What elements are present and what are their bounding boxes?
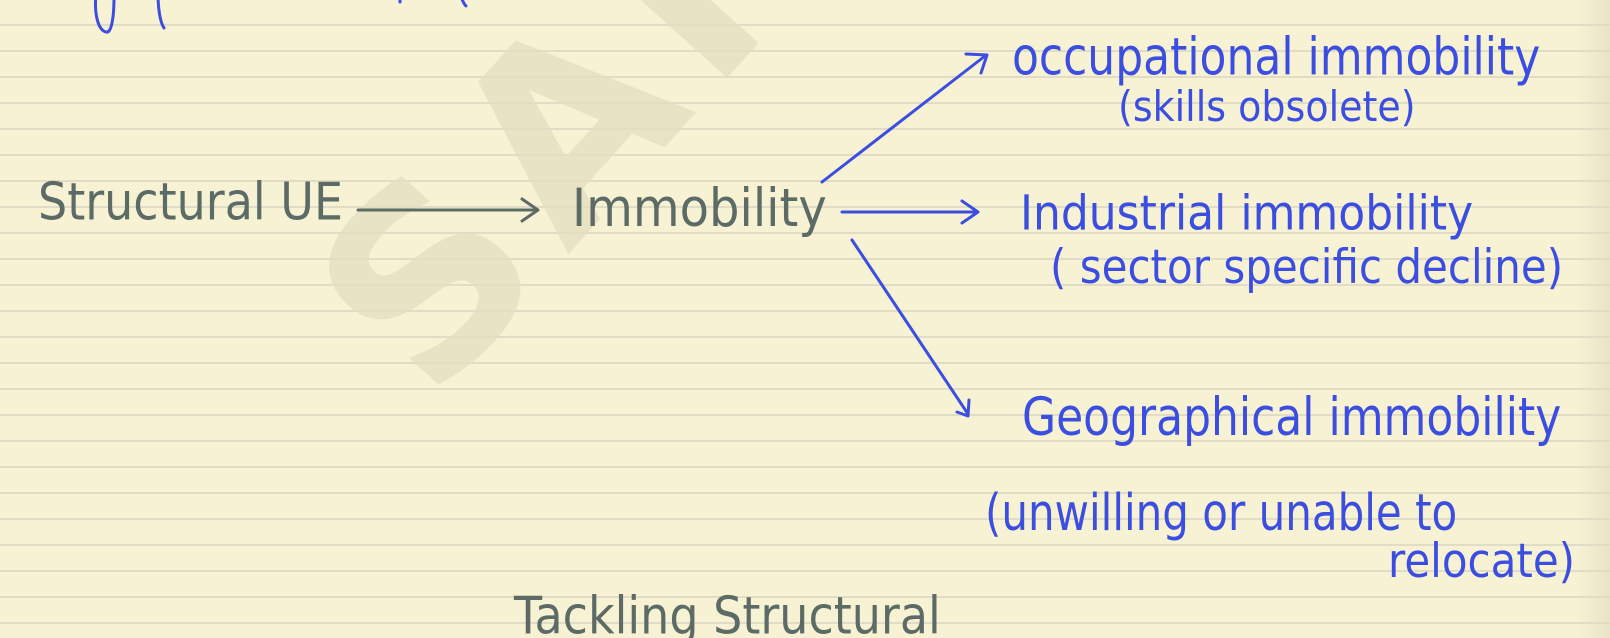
industrial-immobility-label: Industrial immobility (1020, 185, 1474, 242)
cut-off-handwriting-icon (94, 0, 468, 34)
bottom-heading: Tackling Structural (514, 585, 941, 638)
page-edge-shadow (1576, 0, 1610, 638)
occupational-immobility-label: occupational immobility (1012, 27, 1541, 88)
structural-ue-label: Structural UE (38, 171, 344, 232)
branch-arrow-down-icon (850, 238, 971, 418)
geographical-immobility-label: Geographical immobility (1022, 387, 1562, 449)
occupational-note: (skills obsolete) (1118, 82, 1416, 132)
geographical-note-line-2: relocate) (1388, 533, 1576, 589)
immobility-label: Immobility (572, 177, 827, 240)
geographical-note-line-1: (unwilling or unable to (985, 483, 1458, 542)
industrial-note: ( sector specific decline) (1050, 239, 1564, 295)
branch-arrow-right-icon (840, 199, 980, 225)
right-arrow-icon (356, 197, 540, 223)
branch-arrow-up-icon (820, 52, 989, 184)
